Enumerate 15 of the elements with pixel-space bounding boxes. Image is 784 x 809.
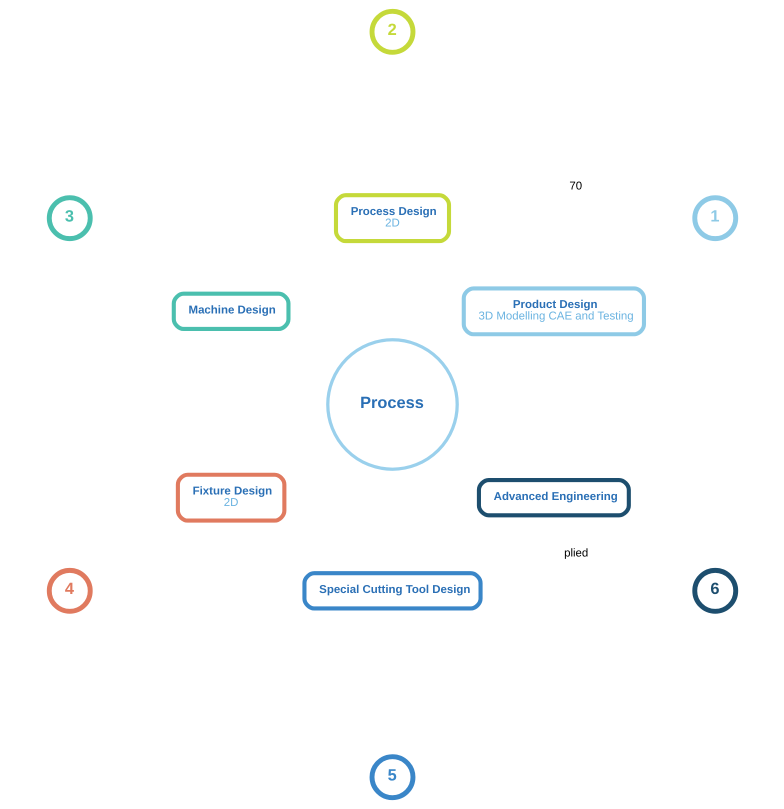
node-box: Special Cutting Tool Design <box>302 571 482 610</box>
node-circle: 6 <box>692 568 738 614</box>
node-circle: 3 <box>46 195 92 242</box>
node-box: Product Design 3D Modelling CAE and Testing <box>461 286 646 336</box>
node-circle: 1 <box>692 195 738 242</box>
node-box: Fixture Design 2D <box>175 472 286 523</box>
node-box: Advanced Engineering <box>476 478 630 518</box>
node-circle: 4 <box>46 568 92 614</box>
node-box: Process Design 2D <box>333 193 451 244</box>
node-circle: 2 <box>369 8 415 55</box>
node-circle: 5 <box>369 754 415 800</box>
node-box: Machine Design <box>171 292 290 331</box>
label: plied <box>564 548 588 560</box>
label: 70 <box>568 180 582 193</box>
node-circle: Process <box>326 338 458 471</box>
